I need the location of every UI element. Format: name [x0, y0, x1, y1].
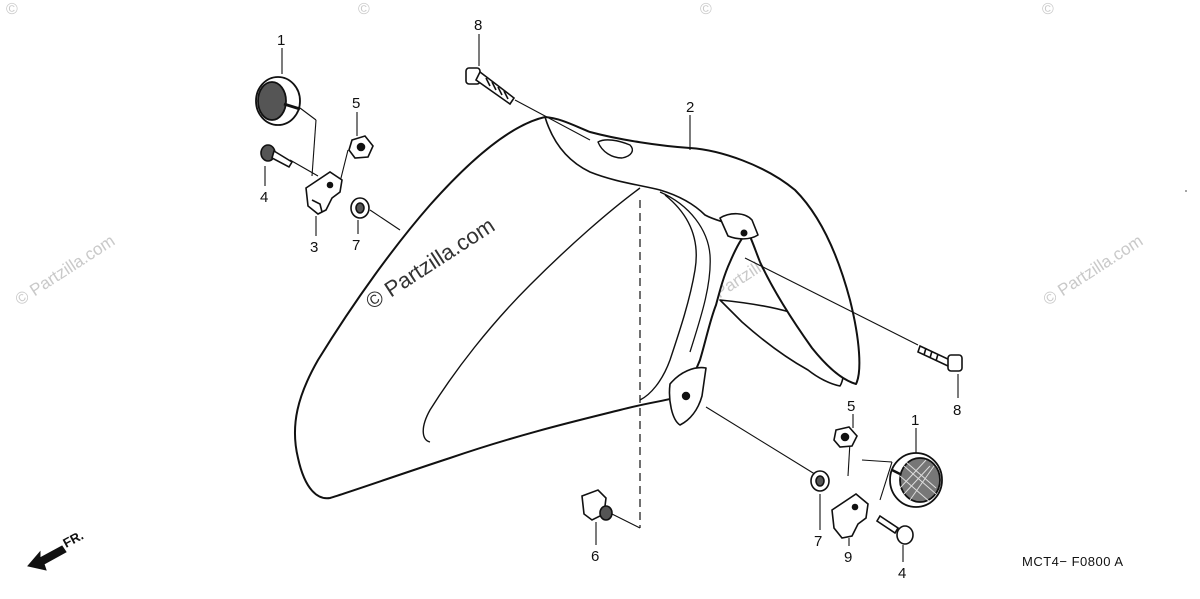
- screw-part-4-left: [260, 144, 294, 169]
- watermark-corner-2: ©: [358, 1, 370, 18]
- reflector-part-1-right: [889, 452, 943, 508]
- nut-part-5-left: [348, 135, 374, 159]
- callout-9: 9: [844, 549, 852, 566]
- fender-ridge-right: [639, 194, 697, 401]
- diagram-code: MCT4− F0800 A: [1022, 554, 1124, 569]
- washer-part-7-left: [350, 197, 370, 219]
- fender-top-lip: [597, 139, 634, 159]
- callout-2: 2: [686, 99, 694, 116]
- leader-lines: [289, 99, 919, 529]
- watermark-corner-3: ©: [700, 1, 712, 18]
- callout-6: 6: [591, 548, 599, 565]
- callout-8-top: 8: [474, 17, 482, 34]
- callout-8-right: 8: [953, 402, 961, 419]
- speck: [1185, 190, 1187, 192]
- callout-3: 3: [310, 239, 318, 256]
- watermark-corner-1: ©: [6, 1, 18, 18]
- washer-part-7-right: [810, 470, 830, 492]
- screw-part-4-right: [875, 514, 914, 545]
- bracket-part-3-left: [305, 171, 343, 215]
- callout-7-left: 7: [352, 237, 360, 254]
- callout-4-right: 4: [898, 565, 906, 582]
- callout-5-left: 5: [352, 95, 360, 112]
- callout-1-right: 1: [911, 412, 919, 429]
- fender-top-inner-curve: [544, 116, 746, 233]
- bolt-part-8-right: [917, 344, 963, 372]
- reflector-part-1-top: [255, 76, 301, 126]
- front-direction-label: FR.: [60, 528, 86, 551]
- watermark-left: © Partzilla.com: [12, 231, 118, 309]
- fender-fork-mount: [719, 212, 759, 240]
- fender-ridge-left: [422, 187, 641, 443]
- fender-inner-panel: [659, 191, 711, 353]
- front-direction-indicator: FR.: [27, 528, 86, 571]
- callout-1-top: 1: [277, 32, 285, 49]
- callout-7-right: 7: [814, 533, 822, 550]
- fender-outline: [293, 116, 861, 500]
- nut-part-5-right: [833, 426, 858, 448]
- front-fender: [293, 116, 861, 500]
- front-arrow-icon: [27, 545, 67, 571]
- fender-mount-hole-top: [740, 229, 748, 237]
- callout-labels: [264, 34, 959, 562]
- fender-mount-hole: [681, 391, 691, 401]
- callout-4-left: 4: [260, 189, 268, 206]
- watermark-right: © Partzilla.com: [1040, 231, 1146, 309]
- clip-nut-part-6: [581, 489, 613, 521]
- watermark-corner-4: ©: [1042, 1, 1054, 18]
- callout-5-right: 5: [847, 398, 855, 415]
- bracket-part-9-right: [831, 493, 869, 539]
- bolt-part-8-top: [465, 67, 516, 106]
